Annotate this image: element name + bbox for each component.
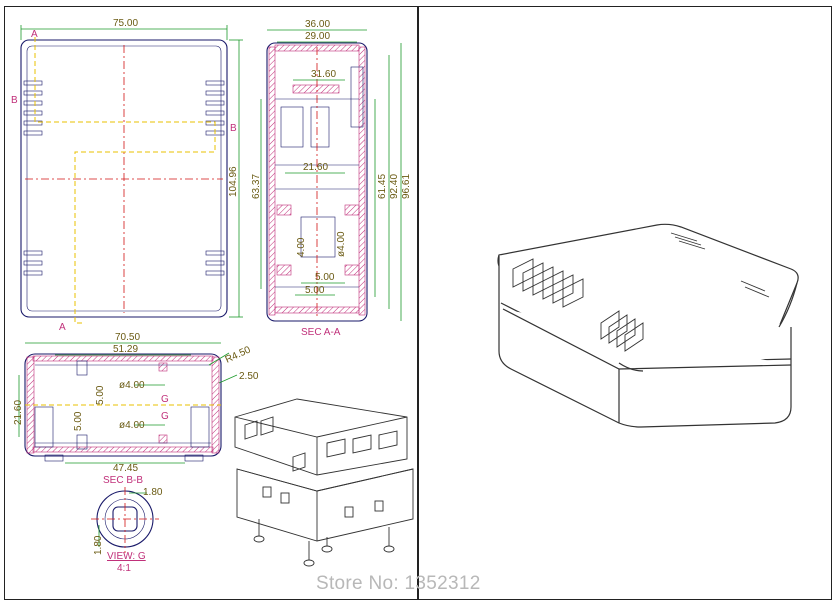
sec-bb-dim-47: 47.45 (113, 463, 138, 474)
store-watermark: Store No: 1352312 (316, 573, 481, 594)
sec-aa-dim-29: 29.00 (305, 31, 330, 42)
vent-slots-left (512, 258, 584, 308)
vent-slots-front (600, 310, 644, 352)
sec-aa-dim-21: 21.60 (303, 162, 328, 173)
sec-bb-height: 21.60 (13, 400, 24, 425)
section-a-bottom-label: A (59, 322, 66, 333)
sec-aa-dim-31: 31.60 (311, 69, 336, 80)
section-aa-view: 36.00 29.00 31.60 21.60 4.00 ø4.00 5.00 … (251, 19, 412, 338)
sec-aa-dim-4: 4.00 (296, 237, 307, 257)
sec-bb-dim-70: 70.50 (115, 332, 140, 343)
top-width-dim: 75.00 (113, 18, 138, 29)
sec-bb-hole-top: ø4.00 (119, 380, 145, 391)
detail-scale: 4:1 (117, 563, 131, 574)
vent-slots-back (670, 232, 770, 298)
product-render-panel (418, 6, 832, 600)
detail-dim-v: 1.80 (93, 535, 104, 555)
detail-view-g: 1.80 1.80 VIEW: G 4:1 (91, 487, 163, 574)
top-view: 75.00 104.96 A A B B (11, 18, 243, 333)
section-b-left-label: B (11, 95, 18, 106)
sec-bb-marker-top: G (161, 394, 169, 405)
sec-bb-radius: R4.50 (224, 344, 253, 365)
sec-bb-inner-5a: 5.00 (73, 411, 84, 431)
exploded-isometric-view (234, 398, 414, 567)
sec-aa-dim-61: 61.45 (377, 174, 388, 199)
sec-aa-dim-63: 63.37 (251, 174, 262, 199)
sec-aa-caption: SEC A-A (301, 327, 341, 338)
sec-aa-dim-36: 36.00 (305, 19, 330, 30)
sec-aa-hole: ø4.00 (336, 231, 347, 257)
sec-bb-hole-bottom: ø4.00 (119, 420, 145, 431)
technical-drawing-panel: 75.00 104.96 A A B B (4, 6, 418, 600)
sec-aa-dim-5b: 5.00 (305, 285, 325, 296)
sec-bb-dim-51: 51.29 (113, 344, 138, 355)
enclosure-isometric-render (497, 223, 799, 428)
top-view-outline (20, 39, 228, 318)
enclosure-render (497, 223, 799, 428)
screws (253, 519, 395, 567)
sec-aa-dim-92: 92.40 (389, 174, 400, 199)
detail-caption: VIEW: G (107, 551, 146, 562)
detail-dim-h: 1.80 (143, 487, 163, 498)
sec-aa-dim-96: 96.61 (401, 174, 412, 199)
section-aa-outline (266, 42, 368, 322)
section-bb-view: 70.50 51.29 R4.50 2.50 21.60 5.00 5.00 ø… (13, 332, 259, 486)
section-b-right-label: B (230, 123, 237, 134)
sec-bb-caption: SEC B-B (103, 475, 143, 486)
sec-bb-inner-5b: 5.00 (95, 385, 106, 405)
sec-aa-dim-5a: 5.00 (315, 272, 335, 283)
section-a-top-label: A (31, 29, 38, 40)
sec-bb-wall: 2.50 (239, 371, 259, 382)
technical-drawing: 75.00 104.96 A A B B (11, 18, 414, 574)
top-height-dim: 104.96 (228, 166, 239, 197)
sec-bb-marker-bottom: G (161, 411, 169, 422)
